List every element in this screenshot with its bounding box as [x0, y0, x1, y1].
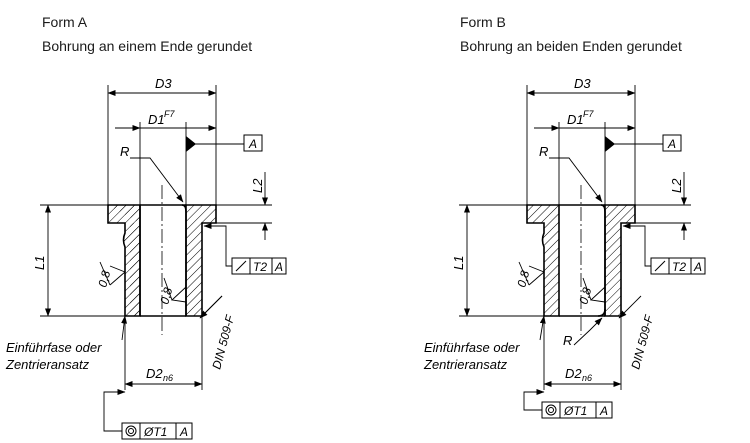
form-a-roughness-outer-symbol [99, 261, 126, 286]
form-a-roughness-outer: 0,8 [95, 269, 113, 289]
form-b-l2-label: L2 [669, 178, 684, 193]
form-a-runout-datum: A [274, 260, 283, 274]
form-b-drawing: D3 D1 F7 A R L2 L1 0,8 [423, 76, 706, 419]
form-b-radius-bottom-label: R [563, 333, 572, 348]
form-b-runout-tol: T2 [672, 260, 686, 274]
form-b-radius-bottom-leader [573, 317, 603, 346]
form-a-radius-label: R [120, 144, 129, 159]
form-a-d1-tolerance: F7 [164, 109, 175, 119]
form-a-d3-label: D3 [155, 76, 172, 91]
form-a-roughness-inner: 0,8 [157, 286, 175, 306]
form-a-chamfer-note-2: Zentrieransatz [5, 357, 90, 372]
form-b-radius-label: R [539, 144, 548, 159]
form-b-runout-frame [650, 257, 706, 275]
runout-icon [654, 260, 666, 272]
form-b-d2-tolerance: n6 [582, 373, 592, 383]
form-a-runout-frame [231, 257, 287, 275]
form-b-d1-label: D1 [567, 112, 584, 127]
form-a-concentricity-datum: A [179, 425, 188, 439]
form-a-roughness-inner-symbol [163, 277, 187, 303]
form-a-runout-tol: T2 [253, 260, 267, 274]
form-b-datum-box [662, 134, 682, 152]
form-a-datum-label: A [248, 137, 257, 151]
form-b-roughness-outer-symbol [518, 261, 545, 286]
form-b-chamfer-note-1: Einführfase oder [424, 340, 520, 355]
form-b-roughness-inner: 0,8 [576, 286, 594, 306]
form-a-title: Form A [42, 14, 88, 30]
form-a-datum-box [243, 134, 263, 152]
form-b-din-note: DIN 509-F [628, 313, 656, 371]
concentricity-icon [545, 404, 557, 416]
form-b-subtitle: Bohrung an beiden Enden gerundet [460, 38, 682, 54]
form-b-d1-tolerance: F7 [583, 109, 594, 119]
form-a-l1-label: L1 [32, 256, 47, 270]
form-b-d3-label: D3 [574, 76, 591, 91]
form-b-radius-leader [549, 157, 603, 203]
form-b-l1-label: L1 [451, 256, 466, 270]
form-b-title: Form B [460, 14, 506, 30]
form-b-datum-label: A [667, 137, 676, 151]
form-b-concentricity-datum: A [599, 404, 608, 418]
concentricity-icon [125, 425, 137, 437]
form-b-roughness-outer: 0,8 [514, 269, 532, 289]
form-b-chamfer-note-2: Zentrieransatz [423, 357, 508, 372]
form-b-concentricity-frame [541, 401, 613, 419]
form-a-drawing: D3 D1 F7 A R L2 L1 0,8 [5, 76, 287, 440]
form-a-concentricity-tol: ØT1 [143, 425, 167, 439]
form-a-radius-leader [130, 157, 184, 203]
form-a-subtitle: Bohrung an einem Ende gerundet [42, 38, 253, 54]
form-b-concentricity-tol: ØT1 [563, 404, 587, 418]
form-b-runout-datum: A [693, 260, 702, 274]
form-a-l2-label: L2 [250, 178, 265, 193]
runout-icon [235, 260, 247, 272]
form-a-d1-label: D1 [148, 112, 165, 127]
form-a-chamfer-note-1: Einführfase oder [6, 340, 102, 355]
form-a-d2-tolerance: n6 [163, 373, 173, 383]
form-a-d2-label: D2 [146, 366, 163, 381]
form-b-roughness-inner-symbol [582, 277, 606, 303]
form-a-din-note: DIN 509-F [209, 313, 237, 371]
form-b-d2-label: D2 [565, 366, 582, 381]
form-b-datum-triangle [605, 136, 615, 152]
form-a-concentricity-frame [121, 422, 193, 440]
form-a-datum-triangle [186, 136, 196, 152]
